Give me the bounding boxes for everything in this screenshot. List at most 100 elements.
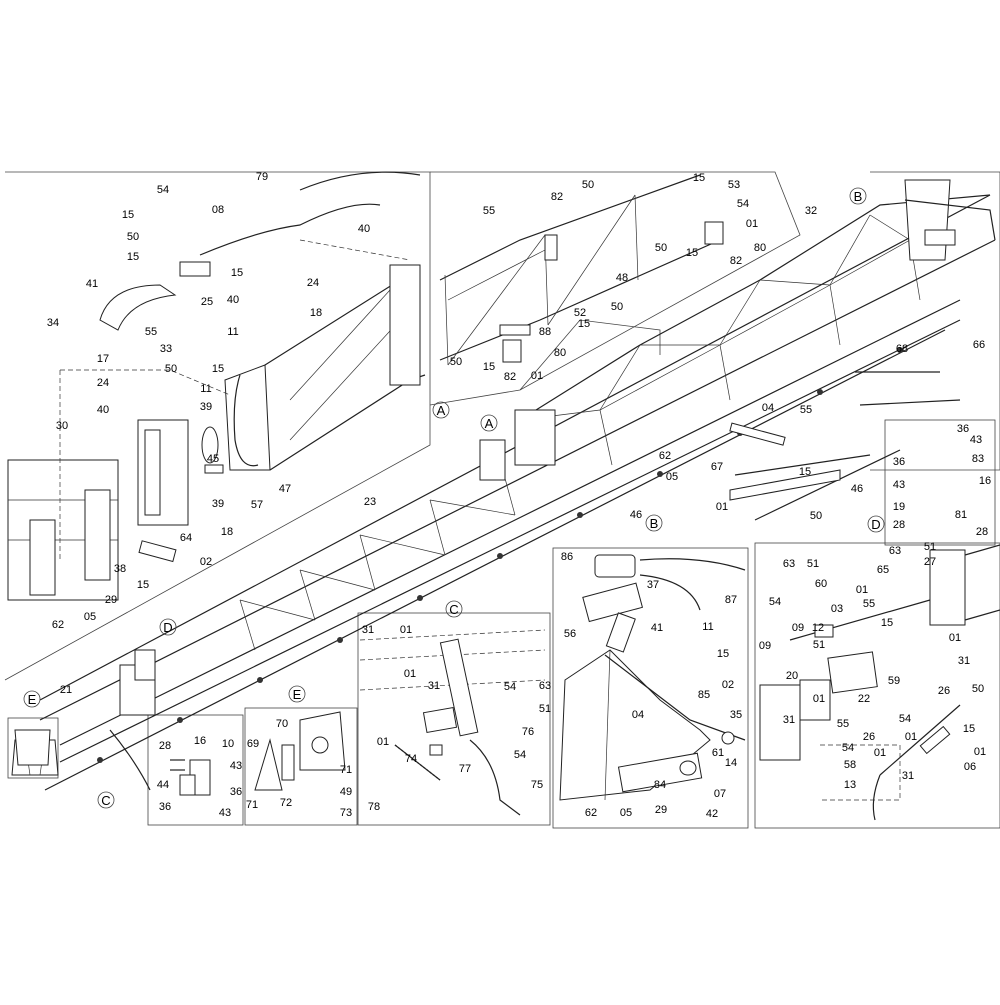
part-callout-panelD-33: 58 xyxy=(844,759,856,771)
panel-detail-E1 xyxy=(147,714,244,826)
part-callout-main-9: 24 xyxy=(307,277,319,289)
part-callout-main-6: 40 xyxy=(358,223,370,235)
view-letter-B1: B xyxy=(854,189,863,204)
part-callout-panelD-15: 51 xyxy=(813,639,825,651)
part-callout-panelC-4: 54 xyxy=(504,681,516,693)
part-callout-panelC-6: 51 xyxy=(539,703,551,715)
part-callout-boom-8: 50 xyxy=(810,510,822,522)
part-callout-main-23: 39 xyxy=(200,401,212,413)
part-callout-panelB-16: 05 xyxy=(620,807,632,819)
part-callout-main-19: 50 xyxy=(165,363,177,375)
part-callout-main-5: 15 xyxy=(127,251,139,263)
part-callout-main-30: 64 xyxy=(180,532,192,544)
part-callout-main-24: 30 xyxy=(56,420,68,432)
bracket-B xyxy=(904,179,996,261)
part-callout-panelE1-0: 28 xyxy=(159,740,171,752)
part-callout-topright-8: 15 xyxy=(686,247,698,259)
part-callout-panelE1-1: 16 xyxy=(194,735,206,747)
part-callout-topright-9: 80 xyxy=(754,242,766,254)
part-callout-main-20: 24 xyxy=(97,377,109,389)
part-callout-panelE1-2: 10 xyxy=(222,738,234,750)
part-callout-boom-3: 05 xyxy=(666,471,678,483)
part-callout-panelD-17: 31 xyxy=(958,655,970,667)
detail-C-linkage xyxy=(359,629,546,816)
part-callout-topright-18: 80 xyxy=(554,347,566,359)
part-callout-topright-20: 01 xyxy=(531,370,543,382)
part-callout-main-11: 25 xyxy=(201,296,213,308)
part-callout-panelB-18: 42 xyxy=(706,808,718,820)
part-callout-main-34: 29 xyxy=(105,594,117,606)
part-callout-panelD-18: 20 xyxy=(786,670,798,682)
part-callout-panelE1-6: 36 xyxy=(159,801,171,813)
part-callout-main-13: 18 xyxy=(310,307,322,319)
part-callout-topright-10: 82 xyxy=(730,255,742,267)
part-callout-panelD-25: 50 xyxy=(972,683,984,695)
part-callout-panelC-7: 01 xyxy=(377,736,389,748)
part-callout-topright-22: 68 xyxy=(896,343,908,355)
part-callout-panelD-24: 26 xyxy=(938,685,950,697)
part-callout-panelD-23: 31 xyxy=(783,714,795,726)
part-callout-topright-5: 54 xyxy=(737,198,749,210)
part-callout-panelB-0: 86 xyxy=(561,551,573,563)
panel-outlines xyxy=(4,171,1000,829)
view-letter-C2: C xyxy=(101,793,110,808)
part-callout-main-22: 40 xyxy=(97,404,109,416)
part-callout-panelD-3: 65 xyxy=(877,564,889,576)
part-callout-panelE2-6: 73 xyxy=(340,807,352,819)
panel-detail-A-top xyxy=(429,171,801,406)
part-callout-main-28: 39 xyxy=(212,498,224,510)
part-callout-panelC-3: 01 xyxy=(404,668,416,680)
part-callout-main-31: 38 xyxy=(114,563,126,575)
part-callout-panelD-32: 01 xyxy=(974,746,986,758)
part-callout-main-0: 79 xyxy=(256,171,268,183)
part-callout-topright-1: 15 xyxy=(693,172,705,184)
view-letter-C1: C xyxy=(449,602,458,617)
part-callout-boom-18: 28 xyxy=(976,526,988,538)
part-callout-main-7: 41 xyxy=(86,278,98,290)
part-callout-topright-12: 50 xyxy=(611,301,623,313)
part-callout-main-12: 40 xyxy=(227,294,239,306)
view-letter-B2: B xyxy=(650,516,659,531)
part-callout-boom-14: 16 xyxy=(979,475,991,487)
part-callout-panelD-13: 12 xyxy=(812,622,824,634)
part-callout-panelE2-4: 71 xyxy=(340,764,352,776)
part-callout-main-26: 57 xyxy=(251,499,263,511)
part-callout-topright-6: 01 xyxy=(746,218,758,230)
part-callout-panelD-27: 26 xyxy=(863,731,875,743)
part-callout-panelD-14: 09 xyxy=(759,640,771,652)
part-callout-panelD-12: 03 xyxy=(831,603,843,615)
part-callout-panelC-2: 31 xyxy=(428,680,440,692)
part-callout-main-37: 23 xyxy=(364,496,376,508)
part-callout-main-29: 18 xyxy=(221,526,233,538)
part-callout-panelD-4: 51 xyxy=(807,558,819,570)
part-callout-main-3: 15 xyxy=(122,209,134,221)
part-callout-main-17: 15 xyxy=(212,363,224,375)
part-callout-topright-3: 55 xyxy=(483,205,495,217)
part-callout-panelB-8: 04 xyxy=(632,709,644,721)
part-callout-panelC-8: 76 xyxy=(522,726,534,738)
part-callout-panelD-5: 63 xyxy=(783,558,795,570)
part-callout-panelE1-3: 43 xyxy=(230,760,242,772)
part-callout-panelD-35: 31 xyxy=(902,770,914,782)
panel-detail-E-end xyxy=(7,717,59,779)
part-callout-panelE1-7: 43 xyxy=(219,807,231,819)
part-callout-panelD-34: 06 xyxy=(964,761,976,773)
part-callout-panelB-14: 07 xyxy=(714,788,726,800)
part-callout-panelE2-3: 49 xyxy=(340,786,352,798)
part-callout-panelC-9: 74 xyxy=(405,753,417,765)
part-callout-topright-16: 50 xyxy=(450,356,462,368)
part-callout-panelD-0: 63 xyxy=(889,545,901,557)
part-callout-panelC-12: 78 xyxy=(368,801,380,813)
part-callout-panelE2-5: 72 xyxy=(280,797,292,809)
part-callout-main-38: 46 xyxy=(630,509,642,521)
part-callout-main-25: 45 xyxy=(207,453,219,465)
part-callout-boom-0: 04 xyxy=(762,402,774,414)
part-callout-panelB-15: 62 xyxy=(585,807,597,819)
part-callout-panelD-21: 01 xyxy=(813,693,825,705)
detail-B-hinge xyxy=(559,554,746,801)
part-callout-panelD-2: 27 xyxy=(924,556,936,568)
part-callout-panelC-11: 54 xyxy=(514,749,526,761)
part-callout-main-33: 15 xyxy=(137,579,149,591)
part-callout-boom-12: 36 xyxy=(893,456,905,468)
part-callout-panelD-22: 55 xyxy=(837,718,849,730)
